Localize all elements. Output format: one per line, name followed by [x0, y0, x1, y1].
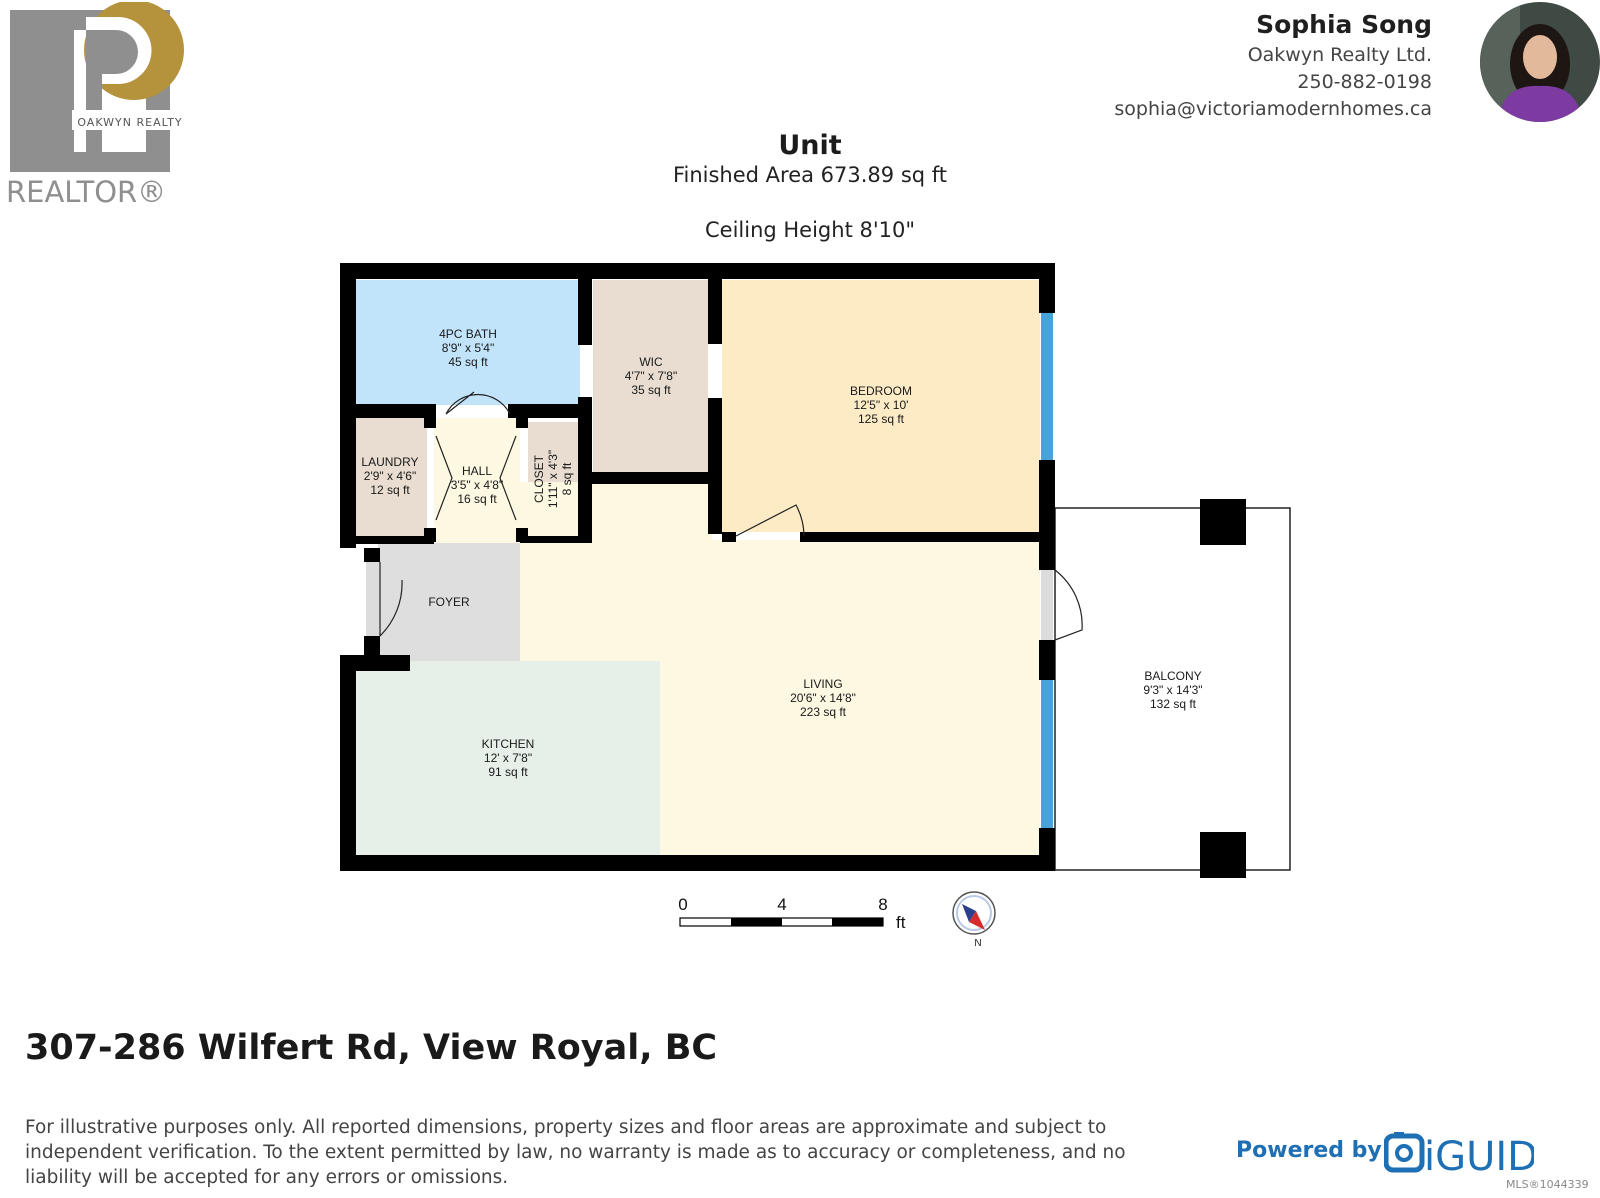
room-area: 8 sq ft — [560, 462, 574, 495]
scale-bar: 0 4 8 ft — [678, 895, 905, 932]
iguide-camera-icon — [1384, 1133, 1425, 1173]
room-laundry-fill — [355, 418, 427, 536]
room-name: BALCONY — [1144, 669, 1201, 683]
oakwyn-realtor-logo: OAKWYN REALTY REALTOR® — [6, 2, 188, 209]
room-dims: 8'9" x 5'4" — [442, 341, 494, 355]
door-swings — [379, 391, 1083, 641]
logo-text: OAKWYN REALTY — [77, 116, 182, 129]
room-area: 45 sq ft — [448, 355, 488, 369]
iguide-text: iGUIDE — [1424, 1134, 1534, 1178]
realtor-text: REALTOR® — [6, 175, 166, 209]
scale-unit: ft — [896, 913, 906, 932]
finished-area: Finished Area 673.89 sq ft — [672, 163, 948, 187]
room-name: LAUNDRY — [361, 455, 418, 469]
window-living — [1041, 680, 1053, 828]
room-area: 125 sq ft — [858, 412, 905, 426]
scale-label: 0 — [678, 895, 687, 914]
room-hall-fill — [434, 418, 520, 543]
window-bedroom — [1041, 313, 1053, 460]
room-kitchen-fill — [356, 661, 660, 856]
room-name: KITCHEN — [482, 737, 535, 751]
room-dims: 3'5" x 4'8" — [451, 478, 503, 492]
room-dims: 2'9" x 4'6" — [364, 469, 416, 483]
room-wic-fill — [593, 280, 708, 472]
disclaimer-text: For illustrative purposes only. All repo… — [25, 1117, 1126, 1188]
compass-icon: N — [952, 891, 996, 949]
agent-name: Sophia Song — [1256, 10, 1432, 39]
agent-email[interactable]: sophia@victoriamodernhomes.ca — [1114, 98, 1432, 120]
agent-avatar — [1480, 2, 1600, 122]
scale-label: 8 — [878, 895, 887, 914]
property-address: 307-286 Wilfert Rd, View Royal, BC — [25, 1028, 718, 1068]
room-name: FOYER — [428, 595, 470, 609]
plan-title: Unit — [778, 130, 842, 161]
agent-info: Sophia Song Oakwyn Realty Ltd. 250-882-0… — [1114, 8, 1432, 123]
floor-plan: 4PC BATH 8'9" x 5'4" 45 sq ft WIC 4'7" x… — [340, 263, 1291, 949]
room-dims: 9'3" x 14'3" — [1143, 683, 1202, 697]
room-dims: 12'5" x 10' — [854, 398, 909, 412]
room-living-fill — [520, 482, 1040, 856]
balcony-post — [1200, 832, 1246, 878]
room-dims: 1'11" x 4'3" — [546, 450, 560, 508]
agent-phone[interactable]: 250-882-0198 — [1297, 71, 1432, 93]
room-area: 16 sq ft — [457, 492, 497, 506]
room-name: BEDROOM — [850, 384, 912, 398]
room-name: LIVING — [803, 677, 842, 691]
room-area: 35 sq ft — [631, 383, 671, 397]
room-bath-fill — [350, 280, 580, 405]
walls — [340, 263, 1055, 871]
room-dims: 12' x 7'8" — [484, 751, 532, 765]
room-area: 132 sq ft — [1150, 697, 1197, 711]
room-area: 223 sq ft — [800, 705, 847, 719]
compass-label: N — [974, 938, 981, 949]
ceiling-height: Ceiling Height 8'10" — [704, 218, 915, 242]
agent-company: Oakwyn Realty Ltd. — [1247, 44, 1432, 66]
room-balcony-outline — [1054, 507, 1291, 871]
mls-number: MLS®1044339 — [1506, 1178, 1589, 1191]
room-name: WIC — [639, 355, 663, 369]
balcony-post — [1200, 499, 1246, 545]
room-area: 91 sq ft — [488, 765, 528, 779]
room-name: CLOSET — [532, 454, 546, 503]
room-area: 12 sq ft — [370, 483, 410, 497]
room-name: HALL — [462, 464, 492, 478]
room-name: 4PC BATH — [439, 327, 497, 341]
room-bedroom-fill — [722, 280, 1040, 532]
powered-by-label: Powered by — [1236, 1138, 1382, 1163]
room-dims: 4'7" x 7'8" — [625, 369, 677, 383]
room-dims: 20'6" x 14'8" — [790, 691, 856, 705]
room-foyer-fill — [378, 543, 520, 661]
scale-label: 4 — [777, 895, 786, 914]
iguide-logo: iGUIDE — [1384, 1132, 1534, 1178]
